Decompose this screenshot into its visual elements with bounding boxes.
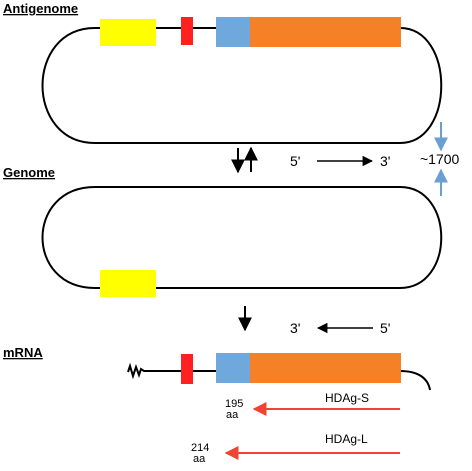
antigenome-red-segment — [181, 17, 193, 45]
genome-label: Genome — [3, 165, 55, 180]
genome-loop — [41, 186, 443, 289]
direction-bottom-3prime: 3' — [290, 320, 300, 336]
antigenome-blue-segment — [216, 17, 251, 47]
direction-bottom-5prime: 5' — [380, 320, 390, 336]
hdag-s-unit: aa — [226, 409, 239, 421]
length-label: ~1700 — [420, 151, 460, 167]
mrna-blue-segment — [216, 353, 251, 383]
antigenome-yellow-segment — [100, 19, 156, 46]
hdag-l-length: 214 — [191, 442, 209, 454]
direction-top-5prime: 5' — [290, 153, 300, 169]
mrna-label: mRNA — [3, 345, 43, 360]
antigenome-loop — [41, 27, 443, 144]
hdag-l-unit: aa — [193, 453, 206, 465]
hdag-s-label: HDAg-S — [325, 391, 369, 405]
genome-yellow-segment — [100, 270, 156, 297]
mrna-red-segment — [181, 354, 193, 384]
mrna-strand — [127, 362, 431, 391]
hdag-s-length: 195 — [225, 398, 243, 410]
mrna-orange-segment — [250, 353, 401, 383]
antigenome-label: Antigenome — [3, 1, 78, 16]
hdag-l-label: HDAg-L — [325, 432, 368, 446]
direction-top-3prime: 3' — [380, 153, 390, 169]
antigenome-orange-segment — [250, 17, 401, 47]
